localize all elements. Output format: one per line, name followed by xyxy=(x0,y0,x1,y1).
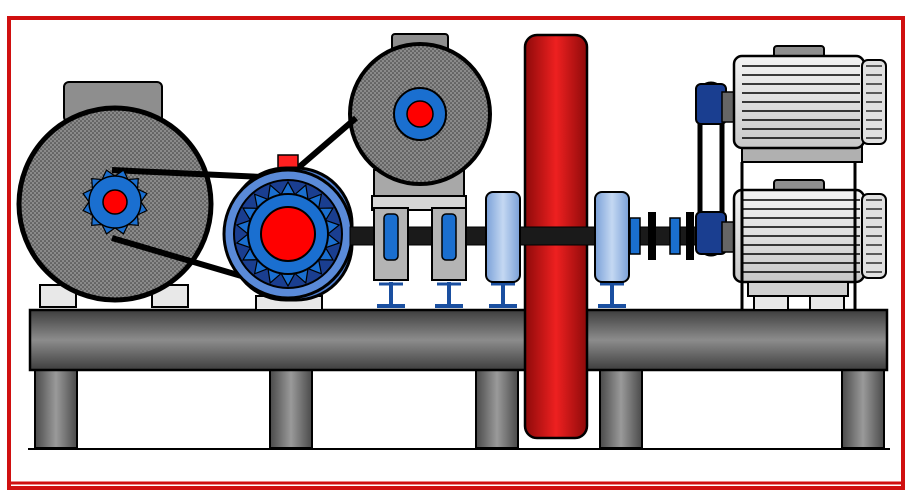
vertical-belt xyxy=(695,81,727,257)
outer-frame xyxy=(7,16,905,490)
upper-motor xyxy=(721,45,887,163)
base-frame xyxy=(28,308,889,372)
upper-fins xyxy=(742,65,882,139)
bearing-pedestals xyxy=(373,207,626,308)
upper-pulley xyxy=(348,33,492,211)
couplings xyxy=(485,191,694,283)
upper-belt xyxy=(296,115,358,171)
gearbox xyxy=(222,154,354,311)
lower-motor xyxy=(721,162,887,311)
drive-sprocket xyxy=(82,169,148,235)
stand-marks xyxy=(377,282,626,308)
base-legs xyxy=(28,367,890,450)
lower-fins xyxy=(742,199,882,273)
